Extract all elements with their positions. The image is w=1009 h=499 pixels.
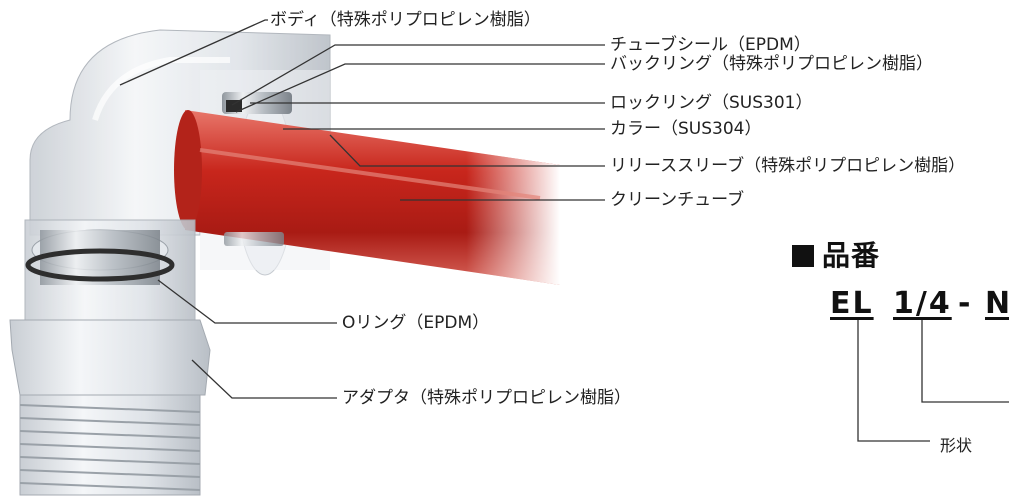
adapter-shape [9,319,211,496]
collar-callout: カラー（SUS304） [610,119,762,139]
suffix-code: N [985,286,1009,321]
backing-ring-callout: バックリング（特殊ポリプロピレン樹脂） [610,54,933,74]
part-number-heading: 品番 [792,234,880,274]
lock-ring-callout: ロックリング（SUS301） [610,93,813,113]
square-bullet-icon [792,245,814,267]
o-ring-shape [25,248,175,282]
o-ring-callout: Oリング（EPDM） [342,313,490,333]
series-code: EL [830,286,874,321]
clean-tube-callout: クリーンチューブ [610,190,745,210]
size-code: 1/4 [893,286,952,321]
shape-label: 形状 [940,436,973,455]
part-number-heading-text: 品番 [822,239,881,272]
leader-lines [119,19,1009,442]
release-sleeve-callout: リリーススリーブ（特殊ポリプロピレン樹脂） [610,156,966,176]
code-separator: - [958,286,973,321]
lower-body [24,219,196,321]
adapter-callout: アダプタ（特殊ポリプロピレン樹脂） [342,388,631,408]
body-callout: ボディ（特殊ポリプロピレン樹脂） [270,10,541,30]
tube-seal-callout: チューブシール（EPDM） [610,35,811,55]
